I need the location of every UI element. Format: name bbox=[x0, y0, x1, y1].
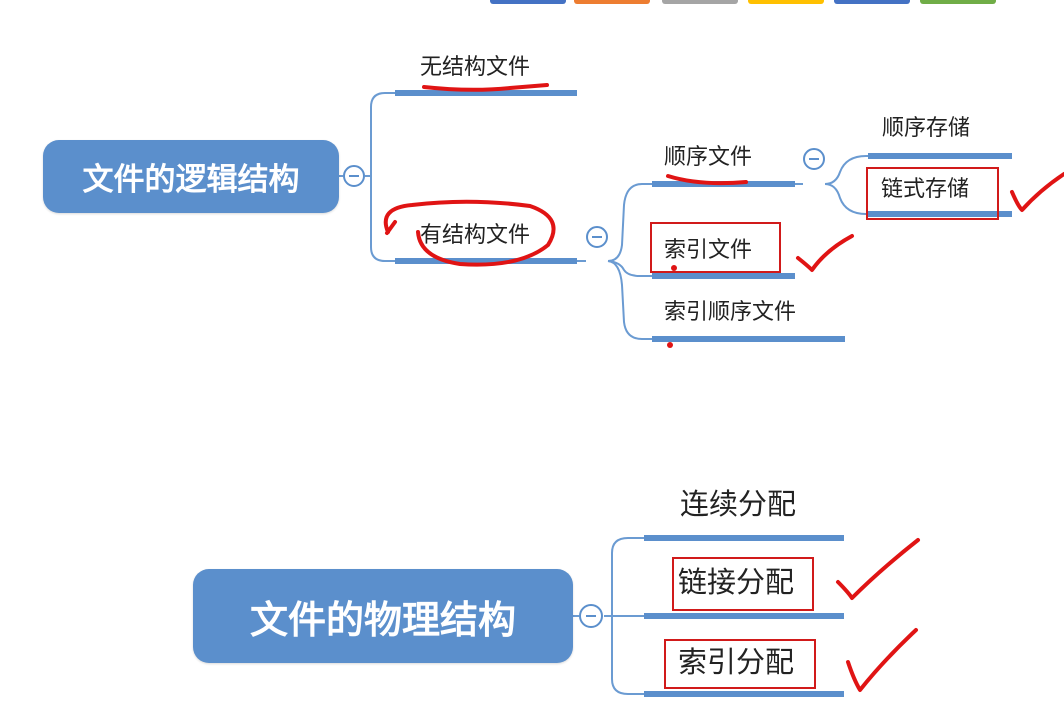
underline-linked-storage bbox=[868, 211, 1012, 217]
node-linked-storage[interactable]: 链式存储 bbox=[881, 177, 970, 202]
dot-mark-indexed-sequential bbox=[667, 342, 673, 348]
node-indexed-file[interactable]: 索引文件 bbox=[664, 238, 753, 263]
root-node-logical-structure[interactable]: 文件的逻辑结构 bbox=[43, 140, 339, 213]
connector-contiguous bbox=[611, 537, 644, 616]
circle-mark-tail bbox=[385, 220, 397, 235]
root-node-physical-structure[interactable]: 文件的物理结构 bbox=[193, 569, 573, 663]
highlight-box-linked-storage bbox=[866, 167, 999, 220]
underline-indexed-alloc bbox=[644, 691, 844, 697]
node-sequential-file[interactable]: 顺序文件 bbox=[664, 145, 753, 170]
node-linked-allocation[interactable]: 链接分配 bbox=[678, 565, 795, 599]
root-label-physical: 文件的物理结构 bbox=[249, 597, 516, 642]
connector-linked-storage bbox=[824, 183, 868, 215]
checkmark-linked-storage bbox=[1010, 172, 1064, 212]
dot-mark-indexed bbox=[671, 265, 677, 271]
connector-unstructured bbox=[370, 92, 395, 176]
node-sequential-storage[interactable]: 顺序存储 bbox=[882, 116, 971, 141]
connector-seq-storage bbox=[824, 155, 868, 185]
highlight-box-linked-alloc bbox=[672, 557, 814, 611]
connector-indexed bbox=[607, 260, 652, 277]
circle-mark-structured bbox=[383, 199, 556, 267]
toolbar-tab-3[interactable] bbox=[662, 0, 738, 4]
node-indexed-sequential-file[interactable]: 索引顺序文件 bbox=[664, 300, 797, 325]
toolbar-tab-2[interactable] bbox=[574, 0, 650, 4]
highlight-box-indexed-alloc bbox=[664, 639, 816, 689]
checkmark-indexed-alloc bbox=[846, 628, 918, 692]
underline-indexed-sequential bbox=[652, 336, 845, 342]
connector-sequential bbox=[607, 183, 652, 262]
underline-indexed bbox=[652, 273, 795, 279]
toolbar-tab-5[interactable] bbox=[834, 0, 910, 4]
underline-seq-storage bbox=[868, 153, 1012, 159]
underline-mark-unstructured bbox=[422, 83, 549, 92]
underline-contiguous bbox=[644, 535, 844, 541]
node-unstructured-file[interactable]: 无结构文件 bbox=[420, 55, 531, 80]
underline-linked-alloc bbox=[644, 613, 844, 619]
root-label-logical: 文件的逻辑结构 bbox=[82, 162, 300, 198]
connector-indexed-alloc bbox=[611, 616, 644, 695]
connector-indexed-sequential bbox=[607, 260, 652, 340]
checkmark-linked-alloc bbox=[836, 538, 920, 600]
node-contiguous-allocation[interactable]: 连续分配 bbox=[680, 487, 797, 521]
node-indexed-allocation[interactable]: 索引分配 bbox=[678, 645, 795, 679]
highlight-box-indexed-file bbox=[650, 222, 781, 273]
underline-structured bbox=[395, 258, 577, 264]
node-structured-file[interactable]: 有结构文件 bbox=[420, 223, 531, 248]
underline-mark-sequential bbox=[666, 174, 748, 186]
underline-unstructured bbox=[395, 90, 577, 96]
connector-structured bbox=[370, 176, 395, 262]
checkmark-indexed-file bbox=[796, 234, 854, 272]
toolbar-tab-1[interactable] bbox=[490, 0, 566, 4]
toolbar-tab-6[interactable] bbox=[920, 0, 996, 4]
toolbar-tab-4[interactable] bbox=[748, 0, 824, 4]
